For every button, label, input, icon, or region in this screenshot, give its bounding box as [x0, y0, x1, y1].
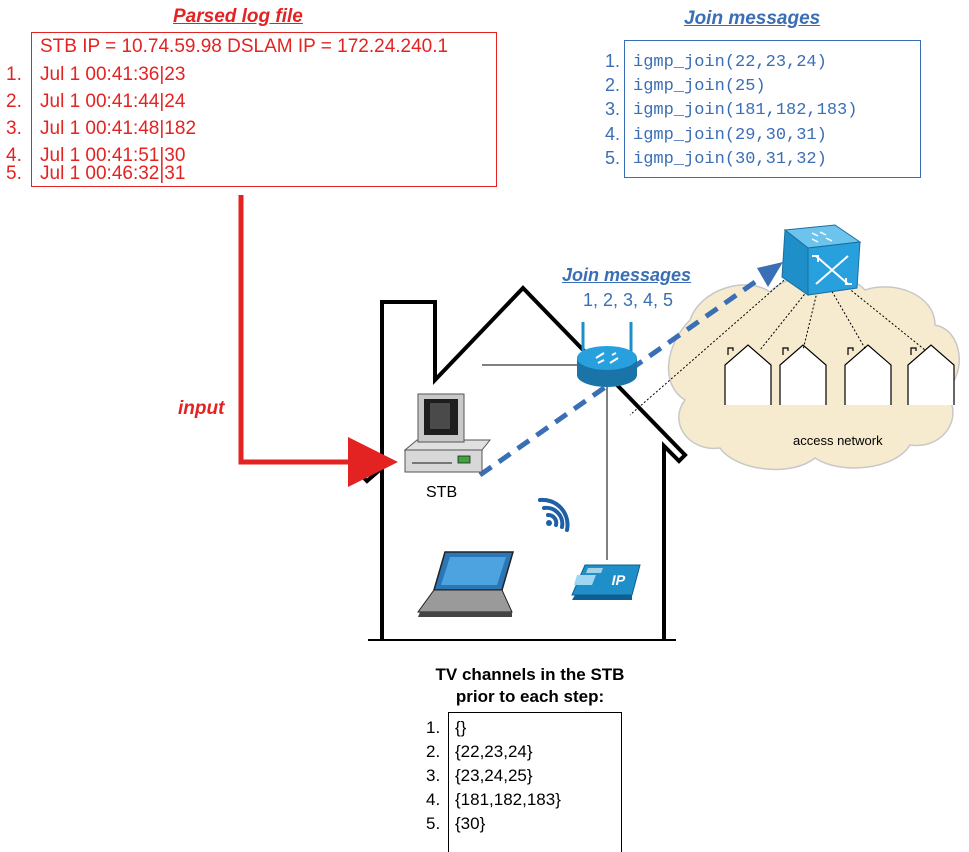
subscriber-house-icon [907, 344, 955, 405]
join-message: igmp_join(181,182,183) [633, 101, 858, 120]
log-entry-number: 1. [6, 64, 22, 85]
tv-row-number: 2. [426, 742, 441, 761]
wifi-icon [538, 497, 570, 532]
log-entry-number: 2. [6, 91, 22, 112]
tv-row-number: 1. [426, 718, 441, 737]
join-number: 1. [605, 51, 621, 71]
join-number: 3. [605, 99, 621, 119]
tv-row: {} [455, 718, 467, 737]
log-entry: Jul 1 00:41:36|23 [40, 64, 186, 85]
access-network-label: access network [793, 433, 883, 448]
switch-icon [781, 224, 862, 296]
join-message: igmp_join(25) [633, 77, 766, 96]
log-entry: Jul 1 00:46:32|31 [40, 163, 186, 184]
log-title: Parsed log file [173, 6, 303, 27]
log-header: STB IP = 10.74.59.98 DSLAM IP = 172.24.2… [40, 36, 449, 57]
log-entry-number: 4. [6, 145, 22, 166]
tv-title-line2: prior to each step: [455, 687, 605, 706]
router-icon [577, 322, 637, 387]
subscriber-house-icon [724, 344, 772, 405]
arrow-label-title: Join messages [562, 265, 692, 285]
tv-row: {30} [455, 814, 486, 833]
log-entry-number: 3. [6, 118, 22, 139]
stb-icon [403, 393, 492, 473]
laptop-icon [417, 551, 514, 617]
log-entry: Jul 1 00:41:51|30 [40, 145, 186, 166]
network-links [629, 274, 926, 416]
input-label: input [178, 398, 225, 419]
tv-row: {23,24,25} [455, 766, 533, 785]
join-title: Join messages [684, 8, 821, 29]
tv-row: {181,182,183} [455, 790, 561, 809]
join-number: 5. [605, 148, 621, 168]
join-number: 4. [605, 124, 621, 144]
tv-box [448, 712, 622, 852]
input-arrow [238, 195, 398, 487]
join-message: igmp_join(22,23,24) [633, 53, 827, 72]
subscriber-house-icon [844, 344, 892, 405]
subscriber-house-icon [779, 344, 827, 405]
tv-row-number: 3. [426, 766, 441, 785]
log-box [31, 32, 497, 187]
tv-title-line1: TV channels in the STB [435, 665, 625, 684]
join-message: igmp_join(30,31,32) [633, 150, 827, 169]
tv-row: {22,23,24} [455, 742, 533, 761]
join-number: 2. [605, 75, 621, 95]
join-box [624, 40, 921, 178]
tv-row-number: 4. [426, 790, 441, 809]
log-entry: Jul 1 00:41:44|24 [40, 91, 186, 112]
ip-phone-icon [571, 564, 641, 600]
tv-row-number: 5. [426, 814, 441, 833]
arrow-label-sequence: 1, 2, 3, 4, 5 [583, 290, 674, 310]
log-entry-number: 5. [6, 163, 22, 184]
stb-label: STB [426, 484, 458, 501]
log-entry: Jul 1 00:41:48|182 [40, 118, 197, 139]
join-message: igmp_join(29,30,31) [633, 126, 827, 145]
